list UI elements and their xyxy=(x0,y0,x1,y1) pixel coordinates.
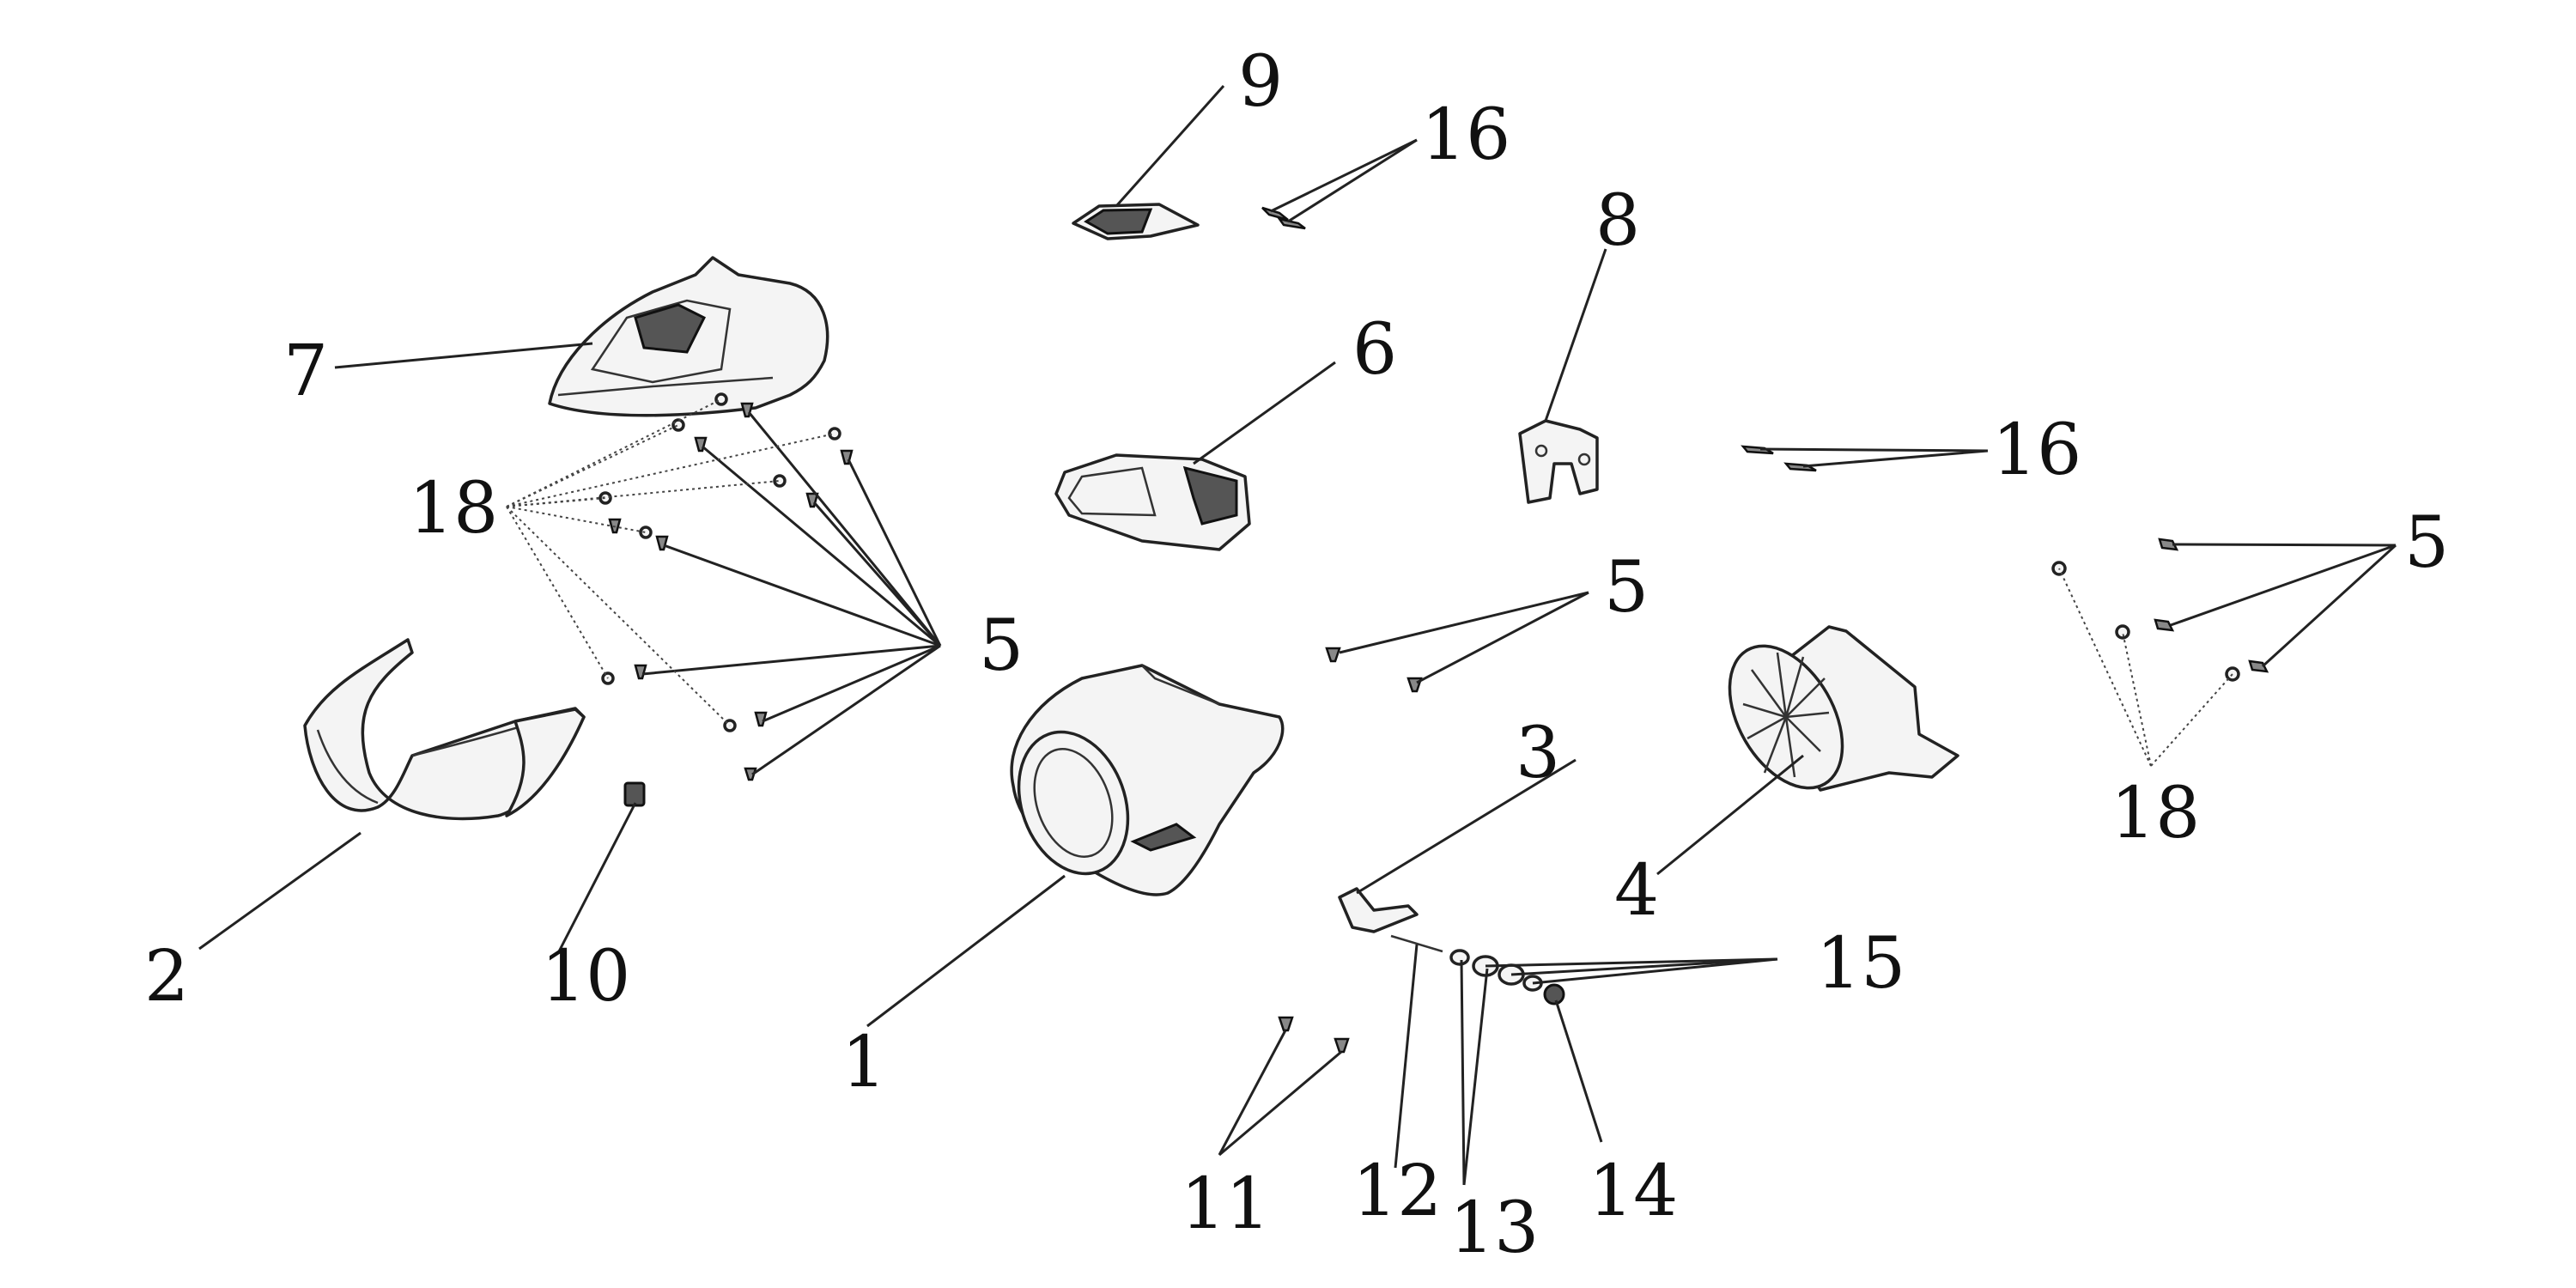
leader-lines xyxy=(198,85,2397,1186)
callout-10: 10 xyxy=(541,936,630,1018)
part-18-clips-right xyxy=(2051,561,2240,682)
callout-2: 2 xyxy=(144,936,189,1018)
callout-6: 6 xyxy=(1352,309,1397,391)
part-8-bracket xyxy=(1518,419,1599,504)
callout-11: 11 xyxy=(1181,1163,1270,1245)
callout-7: 7 xyxy=(283,331,328,412)
part-13-washers xyxy=(1449,949,1543,992)
callout-labels: 9 16 8 7 6 16 18 5 5 5 3 18 4 15 2 10 1 … xyxy=(144,41,2449,1269)
lens-ribs xyxy=(1742,652,1830,778)
part-6-headlight xyxy=(1054,453,1251,551)
part-4-round-headlight xyxy=(1728,625,1959,792)
callout-18-right: 18 xyxy=(2111,773,2200,854)
part-10-clip xyxy=(623,781,646,807)
part-1-headlight-housing xyxy=(1010,664,1285,896)
callout-8: 8 xyxy=(1595,180,1640,262)
leader-lines-thin xyxy=(506,398,2233,767)
part-5-screws-right xyxy=(2154,538,2269,673)
part-5-screws-center xyxy=(1325,647,1423,693)
part-16-screws xyxy=(1261,206,1817,472)
callout-12: 12 xyxy=(1352,1151,1442,1232)
part-12-bolt xyxy=(1390,934,1443,953)
callout-9: 9 xyxy=(1238,41,1283,123)
part-2-lower-fairing xyxy=(303,638,586,821)
callout-16-right: 16 xyxy=(1992,410,2081,491)
callout-1: 1 xyxy=(841,1022,886,1103)
part-18-clips-left xyxy=(598,392,841,732)
callout-18-left: 18 xyxy=(409,468,498,550)
callout-13: 13 xyxy=(1449,1188,1539,1269)
part-7-upper-cowl xyxy=(548,256,829,417)
part-11-screws xyxy=(1278,1016,1350,1054)
callout-5-right: 5 xyxy=(2404,502,2449,584)
callout-5-center: 5 xyxy=(1604,547,1649,629)
callout-15: 15 xyxy=(1816,923,1905,1005)
part-14-nut xyxy=(1543,983,1565,1005)
callout-16-top: 16 xyxy=(1421,94,1510,176)
part-3-bracket xyxy=(1338,887,1419,933)
callout-3: 3 xyxy=(1516,713,1560,794)
callout-4: 4 xyxy=(1614,850,1659,932)
callout-5-left: 5 xyxy=(979,605,1024,687)
part-9-badge xyxy=(1072,203,1200,240)
callout-14: 14 xyxy=(1589,1151,1678,1232)
